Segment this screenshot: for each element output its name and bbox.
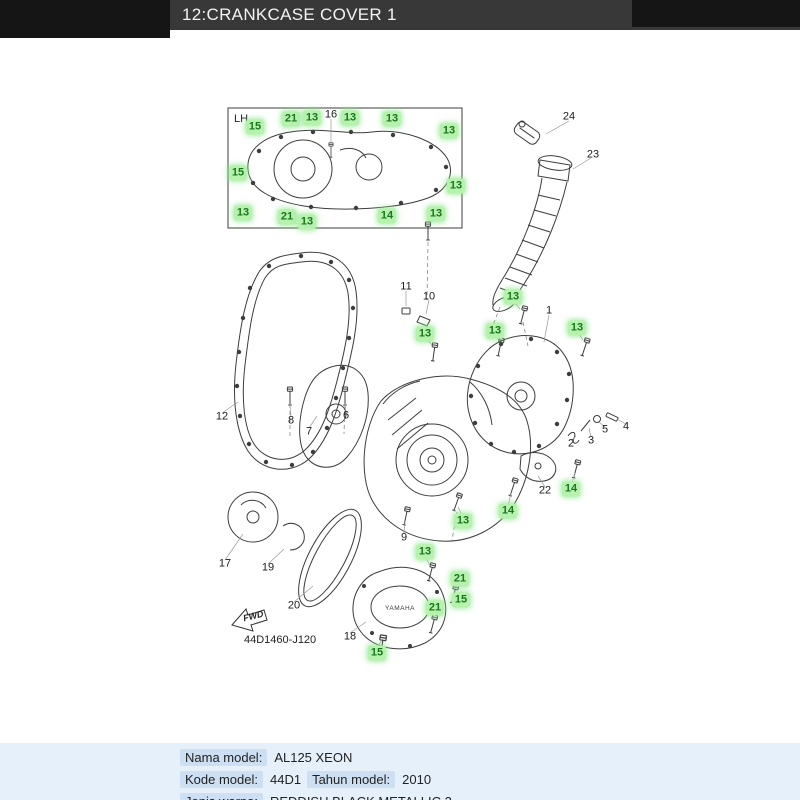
info-row-color: Jenis warna: REDDISH BLACK METALLIC 2	[180, 793, 800, 800]
leader-lines	[221, 119, 627, 650]
model-name-value: AL125 XEON	[274, 750, 353, 765]
model-year-value: 2010	[402, 772, 432, 787]
intake-duct	[492, 120, 573, 312]
color-type-value: REDDISH BLACK METALLIC 2	[269, 794, 452, 800]
page-title: 12:CRANKCASE COVER 1	[182, 5, 397, 24]
letterbox-left	[0, 0, 170, 38]
right-cover	[466, 335, 574, 455]
model-code-value: 44D1	[270, 772, 302, 787]
inset-bolt-holes	[250, 129, 449, 211]
small-parts	[401, 307, 619, 482]
inset-cover-view	[227, 107, 463, 229]
middle-plate	[299, 365, 369, 468]
drive-belt	[298, 508, 362, 608]
alignment-lines	[289, 241, 529, 541]
main-crankcase-cover	[363, 375, 532, 542]
fwd-arrow-icon	[231, 608, 268, 632]
yamaha-logo-text: YAMAHA	[385, 605, 415, 612]
model-code-label: Kode model:	[180, 771, 263, 788]
inset-lh-label: LH	[234, 113, 249, 125]
model-name-label: Nama model:	[180, 749, 268, 766]
diagram-code: 44D1460-J120	[244, 634, 317, 646]
crankcase-cover-gasket	[234, 251, 358, 470]
seal-disc	[227, 491, 279, 543]
info-row-model: Nama model: AL125 XEON	[180, 749, 800, 766]
info-row-code-year: Kode model: 44D1 Tahun model: 2010	[180, 771, 800, 788]
info-panel: Nama model: AL125 XEON Kode model: 44D1 …	[0, 743, 800, 800]
guide-strip	[282, 522, 305, 551]
model-year-label: Tahun model:	[307, 771, 396, 788]
color-type-label: Jenis warna:	[180, 793, 263, 800]
small-cover: YAMAHA	[352, 566, 447, 650]
letterbox-right	[632, 0, 800, 27]
